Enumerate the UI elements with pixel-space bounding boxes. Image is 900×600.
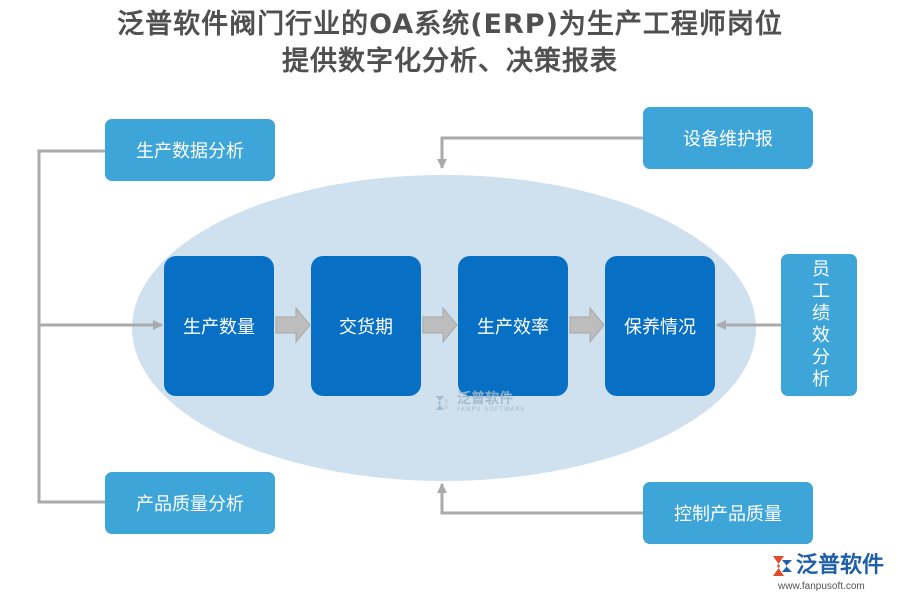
box-employee-performance-label: 员工绩效分析 [809,259,830,391]
box-quality-control: 控制产品质量 [643,482,813,544]
core-box-label: 保养情况 [624,317,696,338]
box-product-quality-analysis: 产品质量分析 [105,472,275,534]
box-employee-performance: 员工绩效分析 [781,254,857,396]
diagram-title-line2: 提供数字化分析、决策报表 [282,46,618,77]
box-equipment-maintenance: 设备维护报 [643,107,813,169]
brand-logo-name: 泛普软件 [796,553,885,578]
flow-arrow-2 [422,306,458,344]
core-box-label: 生产效率 [477,317,549,338]
core-box-production-efficiency: 生产效率 [458,256,568,396]
flow-arrow-3 [569,306,605,344]
core-box-production-quantity: 生产数量 [164,256,274,396]
box-equipment-maintenance-label: 设备维护报 [683,129,773,150]
core-box-maintenance-status: 保养情况 [605,256,715,396]
core-box-delivery-date: 交货期 [311,256,421,396]
box-production-data-analysis-label: 生产数据分析 [136,141,244,162]
brand-logo-url: www.fanpusoft.com [778,581,865,592]
bottom-right-connector [437,483,643,515]
watermark-sub: FANPU SOFTWARE [457,406,526,413]
box-production-data-analysis: 生产数据分析 [105,119,275,181]
box-product-quality-analysis-label: 产品质量分析 [136,494,244,515]
watermark-logo-icon [436,396,450,410]
watermark: 泛普软件 FANPU SOFTWARE [432,392,526,414]
flow-arrow-1 [275,306,311,344]
box-quality-control-label: 控制产品质量 [674,504,782,525]
brand-logo-icon [773,556,792,576]
core-box-label: 交货期 [339,317,393,338]
watermark-name: 泛普软件 [457,391,513,407]
brand-logo: 泛普软件 [770,553,884,579]
top-right-connector [437,136,643,169]
diagram-title-line1: 泛普软件阀门行业的OA系统(ERP)为生产工程师岗位 [117,9,783,40]
core-box-label: 生产数量 [183,317,255,338]
